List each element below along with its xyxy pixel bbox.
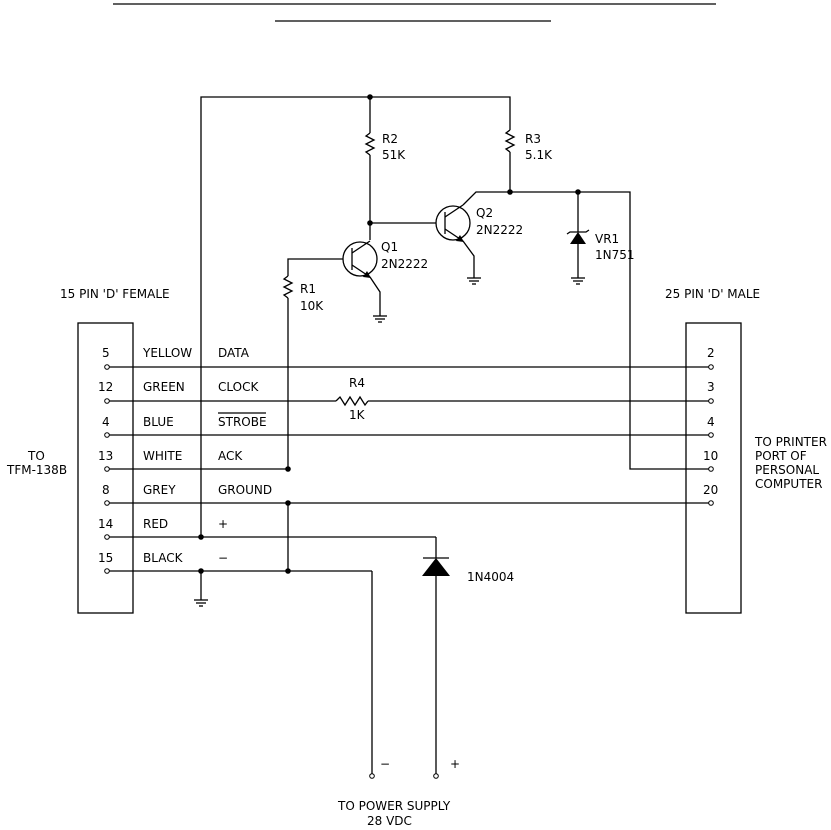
left-to-label: TO — [27, 449, 45, 463]
right-pin-3: 3 — [707, 380, 715, 394]
signal-strobe: STROBE — [218, 415, 267, 429]
wire-color-red: RED — [143, 517, 168, 531]
signal-ack: ACK — [218, 449, 243, 463]
right-to-label-1: TO PRINTER — [754, 435, 827, 449]
wire-color-blue: BLUE — [143, 415, 174, 429]
ground-symbol-q1 — [373, 316, 387, 322]
supply-minus-sign: − — [380, 757, 390, 771]
left-pin-12: 12 — [98, 380, 113, 394]
supply-plus-sign: + — [450, 757, 460, 771]
right-connector-title: 25 PIN 'D' MALE — [665, 287, 760, 301]
d1-diode — [422, 558, 450, 576]
junction-dot — [285, 500, 291, 506]
right-to-label-4: COMPUTER — [755, 477, 822, 491]
left-pin-14: 14 — [98, 517, 113, 531]
right-to-label-2: PORT OF — [755, 449, 807, 463]
r3-ref: R3 — [525, 132, 541, 146]
q1-base-wire — [288, 259, 343, 276]
vr1-zener — [570, 232, 586, 244]
r4-ref: R4 — [349, 376, 365, 390]
junction-dot — [367, 220, 373, 226]
q1-emitter-wire — [370, 277, 380, 316]
junction-dot — [507, 189, 513, 195]
supply-minus-terminal — [370, 774, 375, 779]
right-to-label-3: PERSONAL — [755, 463, 819, 477]
right-pin-2: 2 — [707, 346, 715, 360]
r3-value: 5.1K — [525, 148, 553, 162]
left-pin-4: 4 — [102, 415, 110, 429]
junction-dot — [575, 189, 581, 195]
signal-ground: GROUND — [218, 483, 272, 497]
r1-ref: R1 — [300, 282, 316, 296]
left-device-label: TFM-138B — [6, 463, 67, 477]
r4-value: 1K — [349, 408, 366, 422]
left-pin-5: 5 — [102, 346, 110, 360]
wire-color-yellow: YELLOW — [142, 346, 192, 360]
q2-value: 2N2222 — [476, 223, 523, 237]
r2-resistor — [366, 133, 374, 155]
r1-value: 10K — [300, 299, 324, 313]
power-supply-voltage: 28 VDC — [367, 814, 412, 828]
ground-symbol-q2 — [467, 278, 481, 284]
r3-resistor — [506, 130, 514, 152]
q2-emitter-wire — [463, 241, 474, 278]
right-pin-4: 4 — [707, 415, 715, 429]
r1-resistor — [284, 276, 292, 298]
junction-dot — [285, 568, 291, 574]
left-connector-title: 15 PIN 'D' FEMALE — [60, 287, 170, 301]
q2-collector-wire — [463, 192, 510, 205]
signal-clock: CLOCK — [218, 380, 259, 394]
ground-symbol-chassis — [194, 600, 208, 606]
q1-value: 2N2222 — [381, 257, 428, 271]
supply-rail — [201, 97, 510, 537]
wire-color-black: BLACK — [143, 551, 184, 565]
left-pin-8: 8 — [102, 483, 110, 497]
right-pin-10: 10 — [703, 449, 718, 463]
q1-ref: Q1 — [381, 240, 398, 254]
vr1-ref: VR1 — [595, 232, 619, 246]
wire-color-grey: GREY — [143, 483, 176, 497]
signal-data: DATA — [218, 346, 250, 360]
vr1-value: 1N751 — [595, 248, 635, 262]
junction-dot — [367, 94, 373, 100]
r2-value: 51K — [382, 148, 406, 162]
signal-plus: + — [218, 517, 228, 531]
supply-plus-terminal — [434, 774, 439, 779]
junction-dot — [198, 534, 204, 540]
left-pin-15: 15 — [98, 551, 113, 565]
power-supply-label: TO POWER SUPPLY — [337, 799, 451, 813]
d1-value: 1N4004 — [467, 570, 514, 584]
left-pin-13: 13 — [98, 449, 113, 463]
wire-color-white: WHITE — [143, 449, 182, 463]
ground-symbol-vr1 — [571, 278, 585, 284]
junction-dot — [198, 568, 204, 574]
junction-dot — [285, 466, 291, 472]
signal-minus: − — [218, 551, 228, 565]
wire-color-green: GREEN — [143, 380, 185, 394]
r2-ref: R2 — [382, 132, 398, 146]
right-pin-20: 20 — [703, 483, 718, 497]
r4-resistor — [336, 397, 368, 405]
q2-ref: Q2 — [476, 206, 493, 220]
